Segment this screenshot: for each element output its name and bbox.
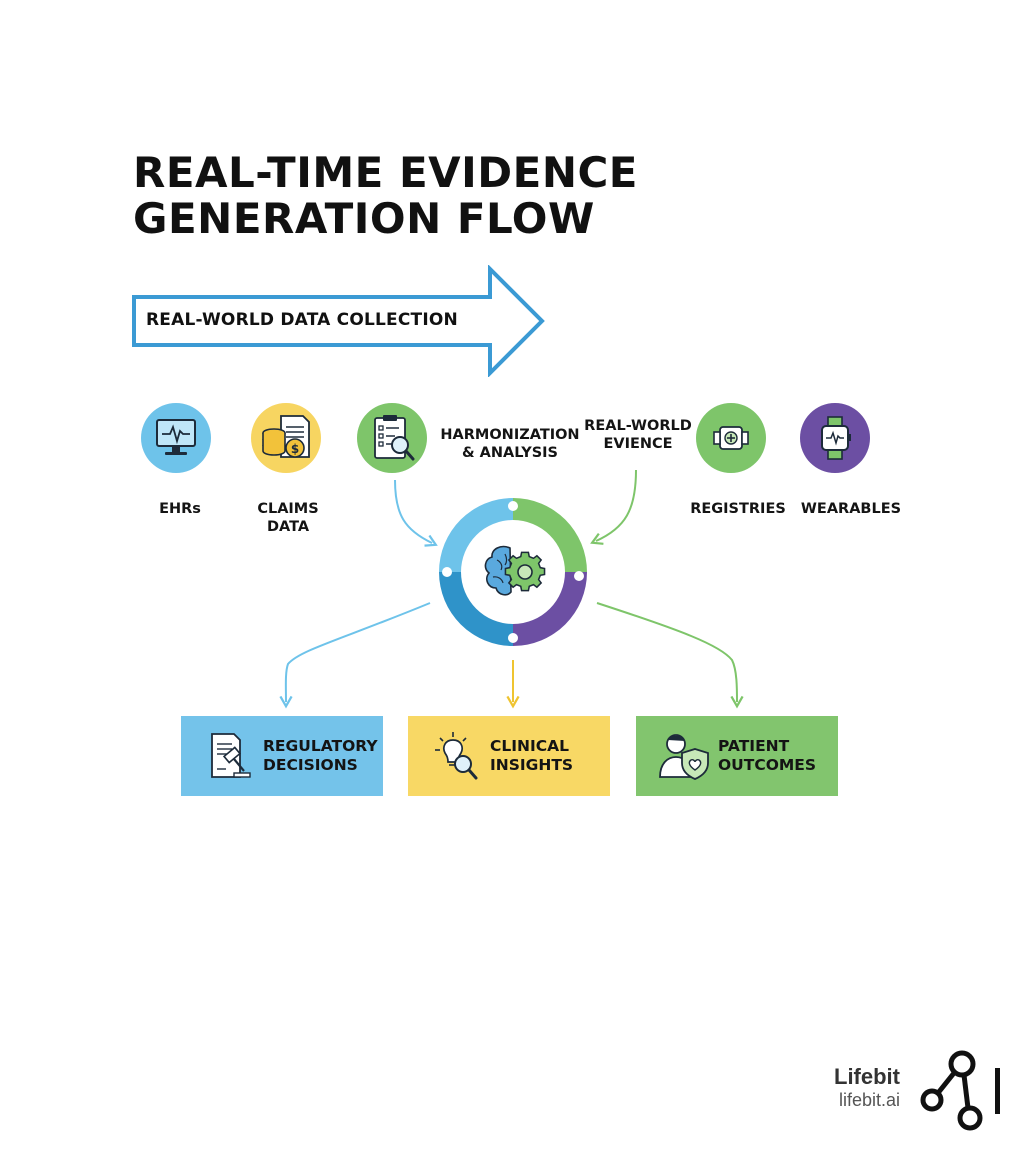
lifebit-network-logo [920,1050,1000,1131]
hub-segment-purple [513,572,587,646]
source-label-registries: REGISTRIES [690,501,786,517]
clipboard-magnifier-icon [374,415,415,461]
hub-segment-green [513,498,587,572]
brain-gear-icon [484,545,546,596]
brand-url: lifebit.ai [838,1090,900,1110]
smartwatch-icon [821,416,851,460]
person-shield-icon [659,734,709,780]
collection-arrow [132,265,545,377]
output-label-clinical: CLINICAL INSIGHTS [490,737,574,774]
source-label-harmonization: HARMONIZATION & ANALYSIS [440,427,580,461]
collection-arrow-label: REAL-WORLD DATA COLLECTION [146,310,458,330]
hub-to-regulatory-arrow [279,602,431,709]
monitor-icon [156,419,196,455]
output-regulatory-decisions: REGULATORY DECISIONS [181,716,383,796]
hub-segment-blue [439,498,513,572]
hub-segment-darkblue [439,572,513,646]
document-gavel-icon [211,733,251,778]
diagram-title: REAL-TIME EVIDENCE GENERATION FLOW [133,150,733,242]
harmonization-icon-circle [357,403,427,473]
medical-device-icon [713,426,749,450]
source-label-wearables: WEARABLES [800,501,902,517]
source-label-rwe: REAL-WORLD EVIENCE [584,418,692,452]
svg-text:$: $ [291,442,299,456]
brand-name: Lifebit [834,1064,900,1089]
source-label-claims: CLAIMS DATA [257,501,319,535]
rwe-to-hub-arrow [590,469,637,545]
output-clinical-insights: CLINICAL INSIGHTS [408,716,610,796]
central-hub [439,498,587,646]
output-patient-outcomes: PATIENT OUTCOMES [636,716,838,796]
wearables-icon-circle [800,403,870,473]
registries-icon-circle [696,403,766,473]
title-line-2: GENERATION FLOW [133,194,595,243]
harmonization-to-hub-arrow [394,479,438,547]
ehrs-icon-circle [141,403,211,473]
output-label-patient: PATIENT OUTCOMES [718,737,817,774]
hub-to-patient-arrow [596,602,744,709]
title-line-1: REAL-TIME EVIDENCE [133,148,638,197]
flow-connectors [279,469,744,709]
coins-document-icon: $ [262,415,310,458]
claims-icon-circle: $ [251,403,321,473]
lightbulb-magnifier-icon [435,732,478,780]
output-label-regulatory: REGULATORY DECISIONS [263,737,378,774]
source-label-ehrs: EHRs [159,501,201,517]
